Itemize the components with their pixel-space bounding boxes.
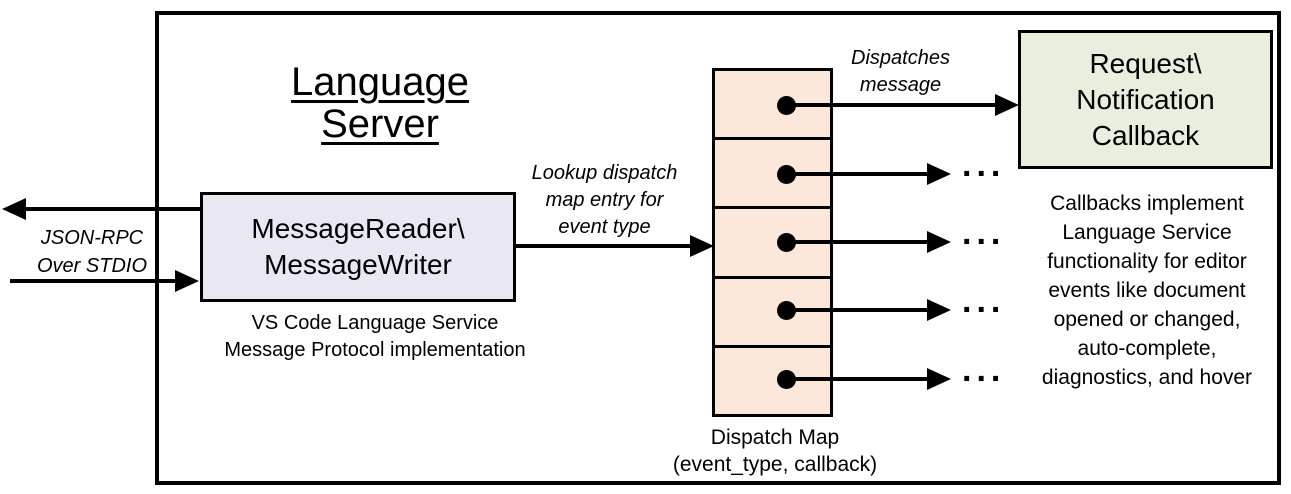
callbacks-note-line: auto-complete,: [1077, 337, 1217, 360]
dispatches-message-label-line1: Dispatches: [851, 47, 950, 69]
dispatch-arrow-line: [786, 103, 997, 107]
dispatch-arrowhead-icon: [927, 163, 951, 185]
dispatch-arrow-line: [786, 308, 929, 312]
callbacks-note-line: diagnostics, and hover: [1041, 366, 1253, 389]
dispatch-map-cell: [715, 344, 830, 414]
dispatches-message-label: Dispatches message: [838, 45, 963, 99]
callback-ellipsis: ...: [962, 146, 1006, 184]
dispatch-arrowhead-icon: [995, 94, 1019, 116]
reader-caption-line2: Message Protocol implementation: [224, 339, 526, 361]
reader-caption: VS Code Language Service Message Protoco…: [200, 310, 550, 364]
reader-caption-line1: VS Code Language Service: [251, 312, 499, 334]
lookup-label-line1: Lookup dispatch: [531, 162, 678, 184]
callback-ellipsis: ...: [962, 351, 1006, 389]
callbacks-note-line: Language Service: [1062, 221, 1232, 244]
callbacks-note-line: opened or changed,: [1053, 308, 1241, 331]
stdio-out-arrow-line: [24, 207, 202, 211]
lookup-label-line2: map entry for: [545, 189, 664, 211]
diagram-title: Language Server: [291, 60, 469, 146]
request-notification-callback-box: Request\ Notification Callback: [1018, 30, 1273, 169]
lookup-arrow-line: [516, 244, 692, 248]
callback-ellipsis: ...: [962, 214, 1006, 252]
callbacks-note: Callbacks implement Language Service fun…: [1016, 189, 1278, 392]
dispatch-map-caption: Dispatch Map (event_type, callback): [651, 424, 899, 478]
stdio-transport-label-line1: JSON-RPC: [40, 227, 144, 249]
dispatch-arrow-line: [786, 172, 929, 176]
dispatch-arrowhead-icon: [927, 231, 951, 253]
stdio-in-arrowhead-icon: [175, 270, 199, 292]
message-writer-label: MessageWriter: [264, 249, 452, 280]
callback-box-line2: Notification: [1076, 83, 1215, 115]
lookup-label-line3: event type: [558, 216, 651, 238]
message-reader-writer-box: MessageReader\ MessageWriter: [200, 192, 516, 302]
dispatch-arrowhead-icon: [927, 368, 951, 390]
stdio-in-arrow-line: [10, 279, 175, 283]
callbacks-note-line: Callbacks implement: [1050, 192, 1244, 215]
stdio-transport-label-line2: Over STDIO: [36, 255, 147, 277]
callback-box-line1: Request\: [1089, 47, 1202, 79]
lookup-label: Lookup dispatch map entry for event type: [512, 160, 697, 241]
message-reader-label: MessageReader\: [251, 213, 465, 244]
dispatch-map-caption-line1: Dispatch Map: [710, 426, 840, 449]
callbacks-note-line: functionality for editor: [1047, 250, 1247, 273]
dispatches-message-label-line2: message: [859, 74, 942, 96]
stdio-transport-label: JSON-RPC Over STDIO: [22, 224, 162, 280]
dispatch-arrowhead-icon: [927, 299, 951, 321]
callbacks-note-line: events like document: [1048, 279, 1246, 302]
dispatch-arrow-line: [786, 240, 929, 244]
dispatch-map-cell: [715, 275, 830, 345]
dispatch-arrow-line: [786, 377, 929, 381]
callback-box-line3: Callback: [1091, 119, 1200, 151]
callback-ellipsis: ...: [962, 282, 1006, 320]
stdio-out-arrowhead-icon: [2, 198, 26, 220]
lookup-arrowhead-icon: [690, 235, 714, 257]
dispatch-map-cell: [715, 137, 830, 206]
dispatch-map-cell: [715, 206, 830, 275]
dispatch-map-caption-line2: (event_type, callback): [672, 453, 878, 476]
